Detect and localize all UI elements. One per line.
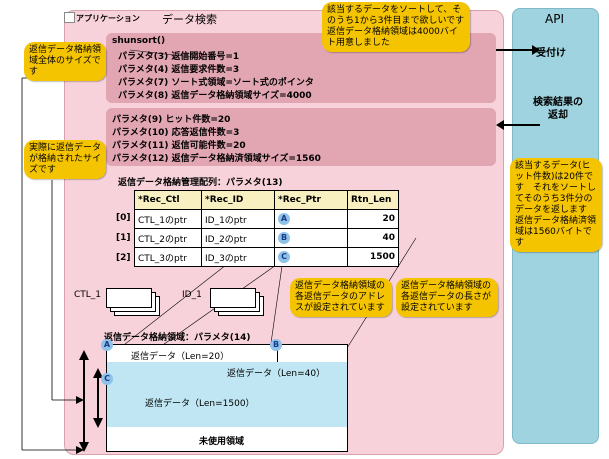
cell-id: ID_2のptr [201, 228, 275, 248]
row-index-2: [2] [116, 253, 131, 263]
control-array-table: *Rec_Ctl *Rec_ID *Rec_Ptr Rtn_Len CTL_1の… [134, 190, 399, 267]
header-rec-id: *Rec_ID [201, 190, 275, 210]
cell-ptr: B [274, 228, 348, 248]
pointer-marker-a: A [278, 213, 290, 225]
application-title: データ検索 [162, 13, 217, 26]
ctl-card-1 [106, 288, 152, 308]
callout-address: 返信データ格納領域の各返信データのアドレスが設定されています [290, 278, 392, 317]
table-title: 返信データ格納管理配列：パラメタ(13) [118, 178, 283, 188]
application-label: アプリケーション [76, 14, 140, 23]
callout-api-reply: 該当するデータ(ヒット件数)は20件です それをソートしてそのうち3件分のデータ… [510, 158, 602, 252]
cell-ctl: CTL_1のptr [134, 209, 202, 229]
unused-area: 未使用領域 [107, 427, 347, 451]
callout-actual-size-text: 実際に返信データが格納されたサイズです [29, 143, 102, 175]
param-8: パラメタ(8) 返信データ格納領域サイズ=4000 [118, 91, 312, 101]
param-10: パラメタ(10) 応答返信件数=3 [112, 128, 240, 138]
unused-area-label: 未使用領域 [199, 437, 245, 447]
callout-actual-size: 実際に返信データが格納されたサイズです [24, 140, 106, 179]
param-11: パラメタ(11) 返信可能件数=20 [112, 141, 246, 151]
api-title: API [545, 12, 564, 26]
pointer-marker-b: B [278, 232, 290, 244]
storage-title: 返信データ格納領域：パラメタ(14) [104, 333, 251, 343]
cell-id: ID_3のptr [201, 247, 275, 267]
param-3: パラメタ(3) 返信開始番号=1 [118, 52, 240, 62]
cell-len: 40 [347, 228, 399, 248]
callout-request-text: 該当するデータをソートして、そのうち1から3件目まで欲しいです 返信データ格納領… [327, 5, 474, 48]
segment-2: 返信データ（Len=40） [107, 362, 347, 380]
segment-3-label: 返信データ（Len=1500） [145, 399, 255, 409]
callout-request: 該当するデータをソートして、そのうち1から3件目まで欲しいです 返信データ格納領… [322, 2, 474, 52]
param-7: パラメタ(7) ソート式領域=ソート式のポインタ [118, 78, 314, 88]
cell-ptr: C [274, 247, 348, 267]
output-params-box [106, 108, 496, 166]
table-row: CTL_2のptr ID_2のptr B 40 [134, 228, 399, 248]
row-index-1: [1] [116, 233, 131, 243]
cell-len: 1500 [347, 247, 399, 267]
storage-area: 返信データ（Len=20） 返信データ（Len=40） 返信データ（Len=15… [106, 344, 348, 452]
param-9: パラメタ(9) ヒット件数=20 [112, 115, 231, 125]
header-rec-ptr: *Rec_Ptr [274, 190, 348, 210]
param-12: パラメタ(12) 返信データ格納済領域サイズ=1560 [112, 154, 321, 164]
callout-length: 返信データ格納領域の各返信データの長さが設定されています [396, 278, 498, 317]
return-label: 検索結果の返却 [533, 97, 583, 121]
segment-3: 返信データ（Len=1500） [107, 379, 347, 428]
function-name: shunsort() [112, 36, 166, 46]
param-4: パラメタ(4) 返信要求件数=3 [118, 65, 240, 75]
table-row: CTL_3のptr ID_3のptr C 1500 [134, 247, 399, 267]
cell-id: ID_1のptr [201, 209, 275, 229]
id-stack-label: ID_1 [182, 290, 202, 300]
storage-marker-c: C [101, 373, 113, 385]
callout-total-size: 返信データ格納領域全体のサイズです [24, 42, 106, 81]
cell-len: 20 [347, 209, 399, 229]
ctl-stack-label: CTL_1 [74, 290, 102, 300]
cell-ptr: A [274, 209, 348, 229]
callout-api-reply-text: 該当するデータ(ヒット件数)は20件です それをソートしてそのうち3件分のデータ… [515, 161, 597, 248]
callout-total-size-text: 返信データ格納領域全体のサイズです [29, 45, 102, 77]
application-icon [64, 12, 75, 23]
table-row: CTL_1のptr ID_1のptr A 20 [134, 209, 399, 229]
cell-ctl: CTL_3のptr [134, 247, 202, 267]
id-card-1 [210, 288, 256, 308]
table-header-row: *Rec_Ctl *Rec_ID *Rec_Ptr Rtn_Len [134, 190, 399, 210]
header-rtn-len: Rtn_Len [347, 190, 399, 210]
pointer-marker-c: C [278, 251, 290, 263]
header-rec-ctl: *Rec_Ctl [134, 190, 202, 210]
accept-label: 受付け [536, 48, 566, 59]
storage-marker-b: B [270, 339, 282, 351]
segment-2-label: 返信データ（Len=40） [227, 369, 326, 379]
segment-1-label: 返信データ（Len=20） [131, 352, 230, 362]
cell-ctl: CTL_2のptr [134, 228, 202, 248]
storage-marker-a: A [101, 339, 113, 351]
callout-length-text: 返信データ格納領域の各返信データの長さが設定されています [401, 281, 492, 313]
callout-address-text: 返信データ格納領域の各返信データのアドレスが設定されています [295, 281, 386, 313]
row-index-0: [0] [116, 213, 131, 223]
segment-1: 返信データ（Len=20） [107, 345, 278, 363]
